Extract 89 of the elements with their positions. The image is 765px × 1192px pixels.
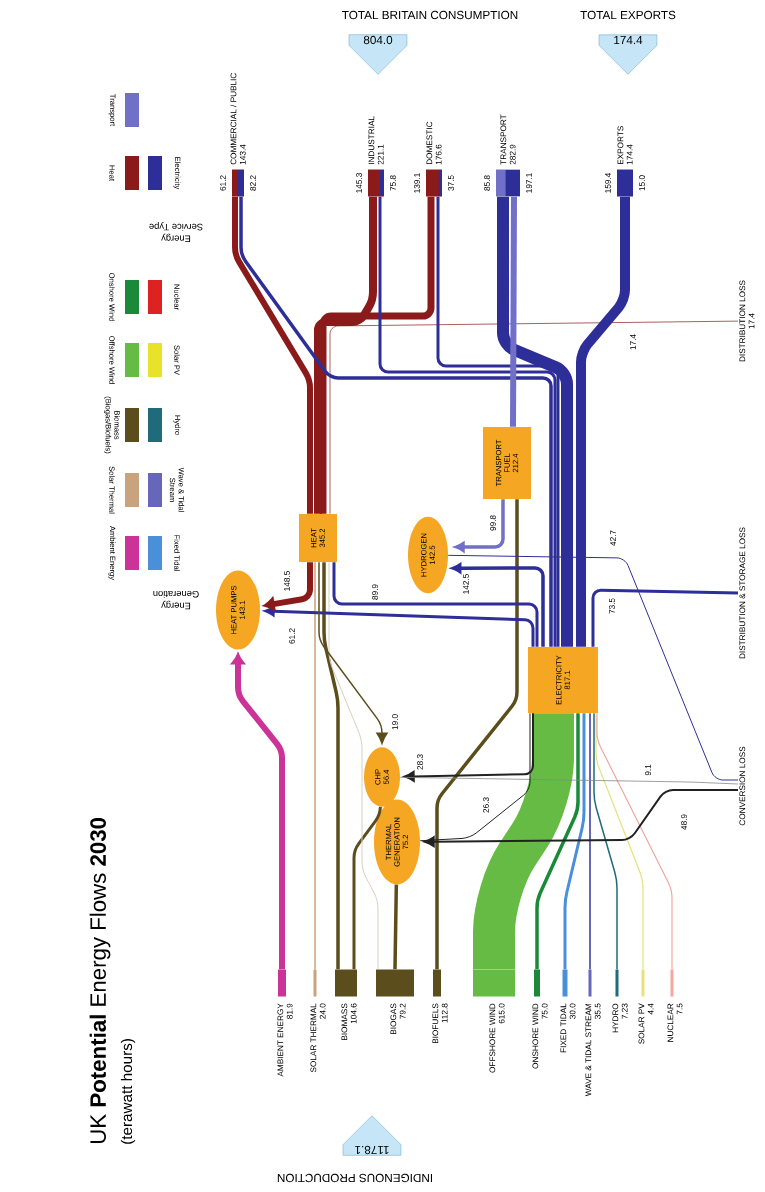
- edge-label: 48.9: [680, 813, 688, 831]
- value-label: 75.8: [390, 175, 396, 191]
- source-label: OFFSHORE WIND 615.0: [489, 1003, 505, 1073]
- source-label: NUCLEAR 7.5: [667, 1003, 683, 1042]
- flow-line: [378, 196, 557, 647]
- flow-line: [591, 588, 739, 647]
- flow-line: [314, 196, 377, 514]
- value-label: 61.2: [220, 175, 226, 191]
- flow-line: [535, 713, 580, 970]
- source-label: BIOMASS 104.6: [341, 1003, 357, 1040]
- flow-arrow: [263, 562, 313, 611]
- flow-line: [232, 196, 313, 514]
- legend-heading: Energy Service Type: [149, 221, 203, 243]
- flow-arrow: [423, 789, 739, 848]
- flow-line: [596, 712, 673, 970]
- total-pentagon: 1178.1: [342, 1115, 402, 1156]
- loss-label: CONVERSION LOSS: [739, 746, 746, 826]
- flow-line: [393, 884, 399, 970]
- edge-label: 89.9: [371, 583, 379, 601]
- flow-line: [436, 196, 560, 647]
- flow-arrow: [231, 653, 285, 970]
- flow-line: [322, 562, 340, 970]
- total-heading: TOTAL BRITAIN CONSUMPTION: [342, 10, 518, 20]
- destination-label: COMMERCIAL / PUBLIC 143.4: [230, 73, 246, 165]
- flow-line: [589, 712, 591, 971]
- edge-label: 142.5: [462, 573, 470, 595]
- destination-label: INDUSTRIAL 221.1: [368, 116, 384, 165]
- value-label: 139.1: [414, 173, 420, 193]
- value-label: 159.4: [605, 173, 611, 193]
- value-label: 85.8: [484, 175, 490, 191]
- flow-line: [314, 561, 316, 970]
- total-heading: TOTAL EXPORTS: [580, 10, 676, 20]
- flow-line: [447, 554, 739, 781]
- flow-arrow: [318, 561, 388, 744]
- value-label: 145.3: [356, 173, 362, 193]
- edge-label: 73.5: [608, 597, 616, 615]
- legend-heading: Energy Generation: [153, 590, 199, 610]
- flow-line: [328, 561, 379, 970]
- source-label: BIOGAS 79.2: [390, 1003, 406, 1034]
- flow-line: [352, 805, 382, 970]
- source-label: ONSHORE WIND 75.0: [532, 1003, 548, 1069]
- value-label: 37.5: [448, 175, 454, 191]
- flow-arrow: [451, 563, 545, 647]
- flow-line: [319, 196, 435, 514]
- flow-line: [563, 713, 586, 970]
- source-label: FIXED TIDAL 30.0: [560, 1003, 576, 1053]
- flow-line: [497, 196, 573, 647]
- flow-line: [399, 776, 739, 785]
- source-label: SOLAR PV 4.4: [638, 1003, 654, 1044]
- destination-label: EXPORTS 174.4: [617, 126, 633, 165]
- value-label: 82.2: [250, 175, 256, 191]
- source-label: AMBIENT ENERGY 81.9: [277, 1003, 293, 1077]
- total-pentagon: 804.0: [348, 34, 408, 75]
- edge-label: 148.5: [283, 570, 291, 592]
- flow-line: [419, 712, 531, 842]
- title: UK Potential Energy Flows 2030: [89, 817, 111, 1144]
- destination-label: TRANSPORT 282.9: [500, 114, 516, 165]
- flow-line: [595, 712, 644, 970]
- flow-line: [576, 196, 630, 647]
- edge-label: 61.2: [288, 627, 296, 645]
- source-label: HYDRO 7.23: [612, 1003, 628, 1033]
- value-label: 197.1: [526, 173, 532, 193]
- edge-label: 28.3: [416, 753, 424, 771]
- destination-label: DOMESTIC 176.6: [426, 121, 442, 165]
- total-pentagon: 174.4: [598, 34, 658, 75]
- edge-label: 9.1: [644, 763, 652, 777]
- edge-label: 26.3: [482, 796, 490, 814]
- edge-label: 99.8: [489, 514, 497, 532]
- edge-label: 17.4: [629, 333, 637, 351]
- flow-arrow: [454, 499, 505, 553]
- edge-label: 19.0: [391, 713, 399, 731]
- subtitle: (terawatt hours): [120, 1039, 136, 1144]
- total-heading: INDIGENOUS PRODUCTION: [277, 1173, 432, 1183]
- flow-line: [510, 196, 517, 427]
- source-label: SOLAR THERMAL 24.0: [310, 1003, 326, 1073]
- value-label: 15.0: [639, 175, 645, 191]
- flow-arrow: [403, 712, 534, 782]
- flow-line: [329, 320, 739, 515]
- flow-line: [473, 713, 574, 970]
- flow-line: [593, 712, 618, 970]
- flow-line: [239, 196, 553, 647]
- flow-line: [435, 499, 519, 970]
- loss-label: DISTRIBUTION & STORAGE LOSS: [739, 527, 746, 659]
- flow-line: [332, 562, 539, 647]
- source-label: WAVE & TIDAL STREAM 35.5: [585, 1003, 601, 1097]
- source-label: BIOFUELS 112.8: [432, 1003, 448, 1044]
- edge-label: 42.7: [609, 529, 617, 547]
- flow-arrow: [264, 606, 535, 647]
- loss-label: DISTRIBUTION LOSS 17.4: [739, 280, 755, 362]
